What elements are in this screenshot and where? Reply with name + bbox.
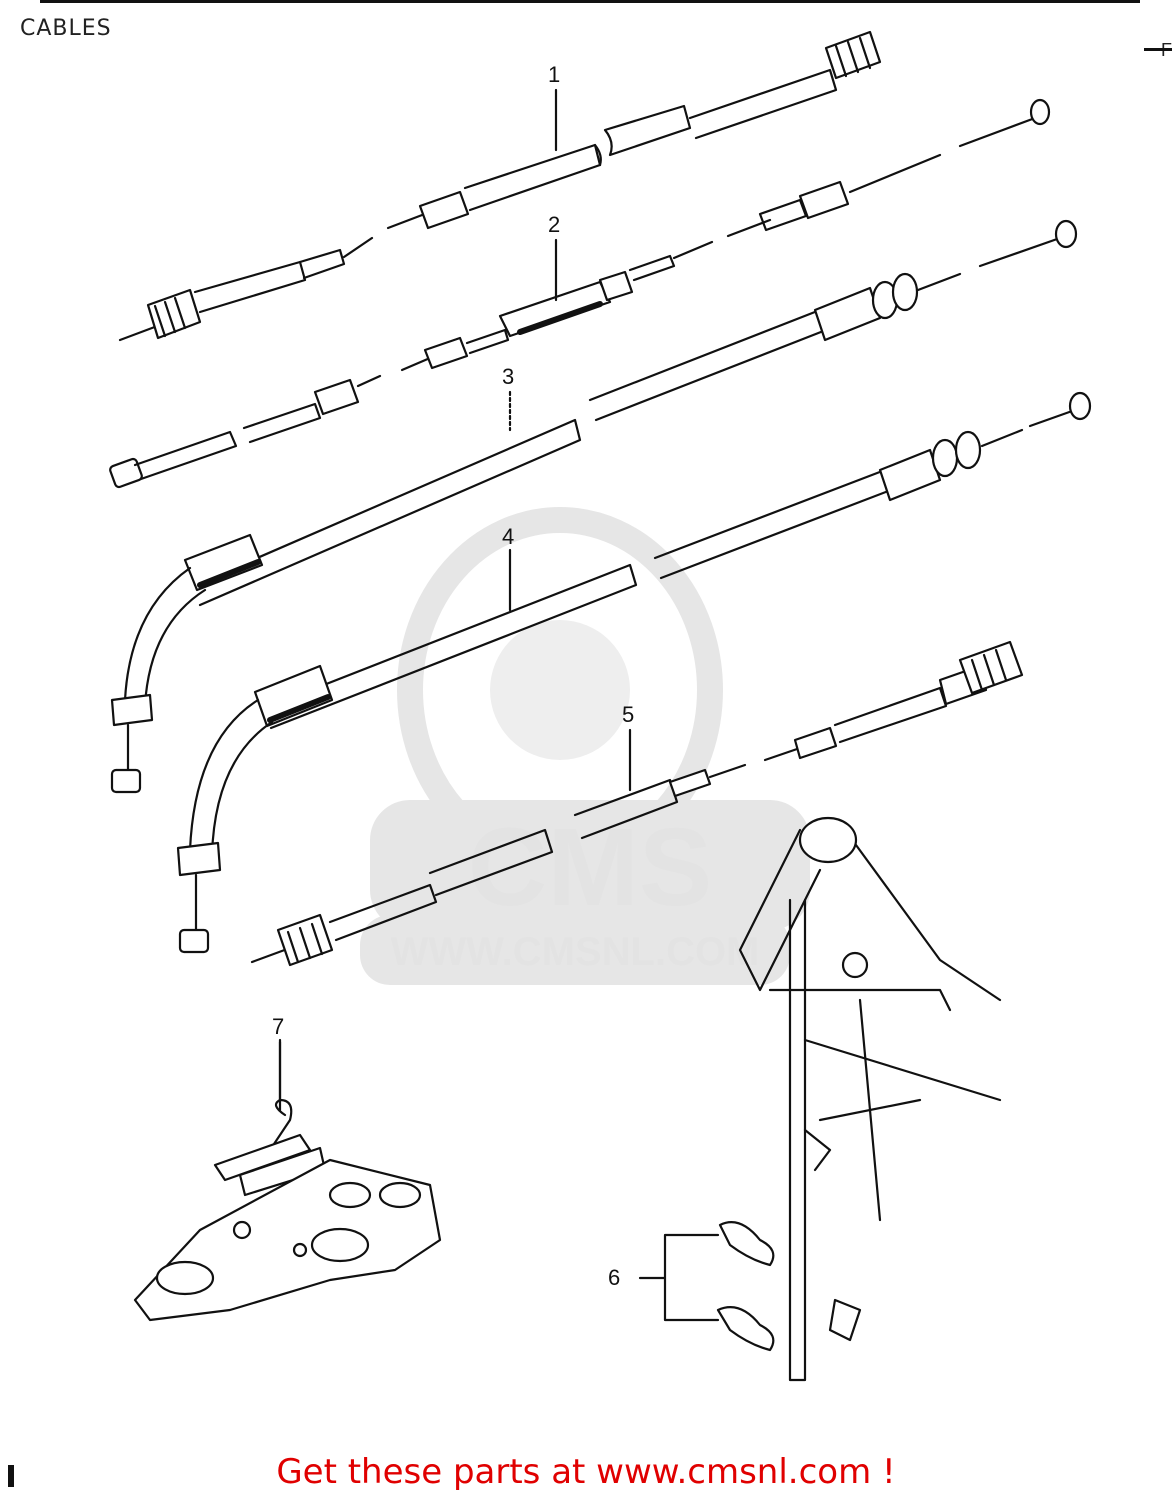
footer-link[interactable]: Get these parts at www.cmsnl.com ! bbox=[276, 1452, 896, 1492]
cable-1-speedometer bbox=[118, 30, 882, 342]
callout-7: 7 bbox=[272, 1014, 284, 1039]
top-rule bbox=[40, 0, 1140, 3]
callout-1: 1 bbox=[548, 62, 560, 87]
callout-4: 4 bbox=[502, 524, 514, 549]
cable-3-throttle bbox=[109, 219, 1078, 794]
callout-5: 5 bbox=[622, 702, 634, 727]
cable-2-tachometer bbox=[400, 98, 1051, 372]
watermark: CMS WWW.CMSNL.COM bbox=[360, 507, 810, 985]
cable-4-clutch bbox=[176, 391, 1092, 954]
page-title: CABLES bbox=[20, 16, 112, 41]
clamp-6-lower bbox=[716, 1306, 775, 1352]
bracket-7 bbox=[133, 1038, 442, 1322]
corner-bar bbox=[1144, 48, 1172, 51]
clamp-6-upper bbox=[718, 1221, 775, 1267]
watermark-url: WWW.CMSNL.COM bbox=[391, 930, 760, 974]
watermark-face-icon bbox=[490, 620, 630, 760]
cable-5-speedometer bbox=[250, 640, 1024, 967]
watermark-brand: CMS bbox=[468, 806, 712, 929]
watermark-banner bbox=[370, 800, 810, 930]
frame-section bbox=[738, 816, 1002, 1382]
watermark-url-bar bbox=[360, 915, 790, 985]
callout-3: 3 bbox=[502, 364, 514, 389]
callout-2: 2 bbox=[548, 212, 560, 237]
bottom-tick bbox=[8, 1465, 14, 1487]
callout-6: 6 bbox=[608, 1265, 620, 1290]
callout-6-bracket bbox=[638, 1233, 720, 1322]
